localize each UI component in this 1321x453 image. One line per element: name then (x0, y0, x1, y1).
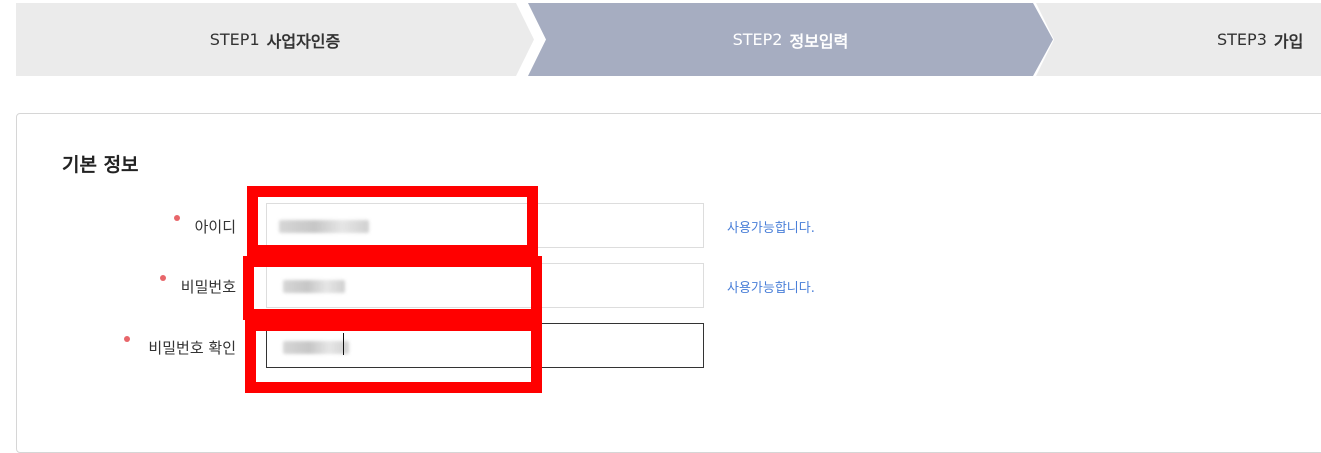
redacted-password-value (283, 280, 345, 293)
highlight-box-password (243, 256, 542, 320)
password-status-text: 사용가능합니다. (727, 281, 815, 296)
step-2-number: STEP2 (732, 30, 783, 49)
id-label: 아이디 (194, 218, 236, 236)
step-1-title: 사업자인증 (266, 31, 341, 51)
step-2-active: STEP2 정보입력 (528, 3, 1053, 76)
required-dot-password (160, 275, 166, 281)
required-dot-password-confirm (124, 336, 130, 342)
step-1: STEP1 사업자인증 (16, 3, 534, 76)
redacted-id-value (279, 220, 369, 233)
required-dot-id (174, 215, 180, 221)
password-label: 비밀번호 (180, 278, 236, 296)
step-3-number: STEP3 (1217, 30, 1267, 49)
id-status-text: 사용가능합니다. (727, 221, 815, 236)
redacted-password-confirm-value (283, 341, 349, 354)
text-caret (343, 333, 344, 355)
password-confirm-label: 비밀번호 확인 (148, 339, 236, 357)
highlight-box-password-confirm (245, 320, 542, 393)
section-title: 기본 정보 (62, 154, 139, 176)
highlight-box-id (247, 186, 538, 256)
signup-progress-steps: STEP1 사업자인증 STEP2 정보입력 STEP3 가입 (16, 3, 1321, 76)
step-3-title: 가입 (1273, 31, 1304, 51)
step-1-number: STEP1 (209, 30, 260, 49)
step-2-title: 정보입력 (789, 31, 849, 51)
step-3: STEP3 가입 (1036, 3, 1321, 76)
id-input[interactable] (266, 203, 704, 248)
